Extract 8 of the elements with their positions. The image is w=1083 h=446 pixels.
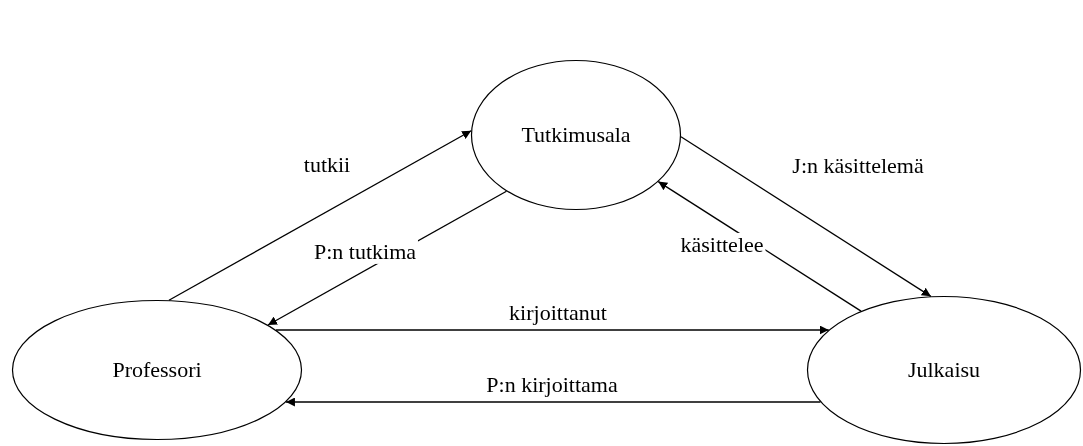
arrow: [275, 325, 830, 335]
entity-name: Julkaisu: [907, 357, 981, 383]
entity-name: Professori: [112, 357, 202, 383]
arrow: [168, 130, 472, 301]
arrow: [680, 136, 932, 297]
entity-name: Tutkimusala: [521, 122, 631, 148]
arrow: [285, 397, 822, 407]
edge-label: P:n tutkima: [311, 239, 419, 265]
